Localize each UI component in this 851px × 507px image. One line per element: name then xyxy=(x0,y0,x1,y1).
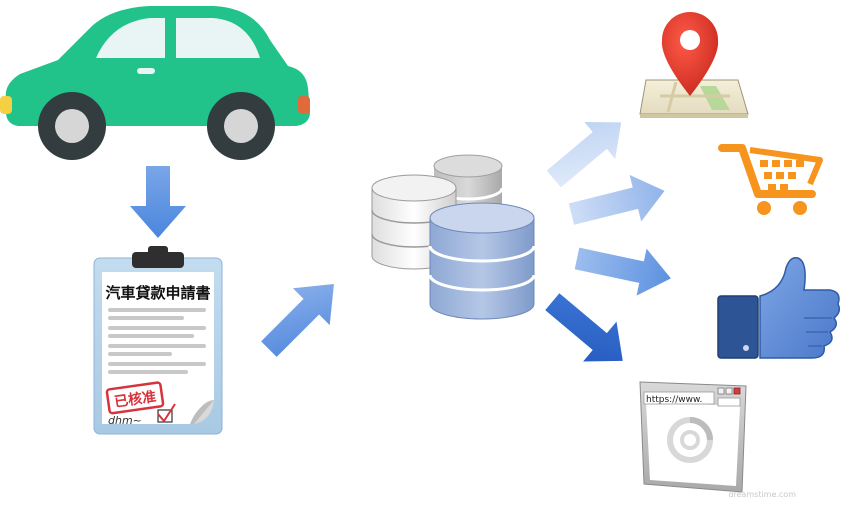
browser-maximize-icon xyxy=(725,387,733,395)
thumbs-up-icon xyxy=(717,256,841,359)
car-icon xyxy=(0,6,311,160)
check-mark-icon xyxy=(157,403,176,423)
clipboard-form-icon: 汽車貸款申請書 已核准 dhm~ xyxy=(93,246,223,435)
loading-spinner-icon xyxy=(667,417,713,463)
arrow-to-cart-icon xyxy=(568,174,665,225)
database-blue-icon xyxy=(428,202,536,320)
stamp-text: 已核准 xyxy=(113,388,157,411)
form-title: 汽車貸款申請書 xyxy=(105,284,210,302)
shopping-cart-icon xyxy=(718,144,823,215)
browser-minimize-icon xyxy=(717,387,725,395)
arrow-to-map-icon xyxy=(546,122,622,188)
form-text-lines xyxy=(108,308,206,374)
approved-stamp: 已核准 xyxy=(105,381,165,415)
down-arrow-icon xyxy=(130,166,186,238)
arrow-to-like-icon xyxy=(574,247,671,296)
arrow-to-browser-icon xyxy=(545,293,623,362)
map-pin-icon xyxy=(639,12,749,118)
up-arrow-icon xyxy=(261,284,334,357)
browser-window-icon: https://www. xyxy=(639,381,747,493)
signature-text: dhm~ xyxy=(108,414,142,427)
browser-close-icon xyxy=(733,387,741,395)
database-stack-icon xyxy=(371,154,536,320)
browser-search-field xyxy=(717,397,741,407)
fan-out-arrows-icon xyxy=(545,122,671,362)
checkbox-icon xyxy=(157,409,173,423)
watermark-text: dreamstime.com xyxy=(728,490,796,499)
browser-address-bar xyxy=(643,391,715,405)
browser-url-text: https://www. xyxy=(646,395,702,405)
